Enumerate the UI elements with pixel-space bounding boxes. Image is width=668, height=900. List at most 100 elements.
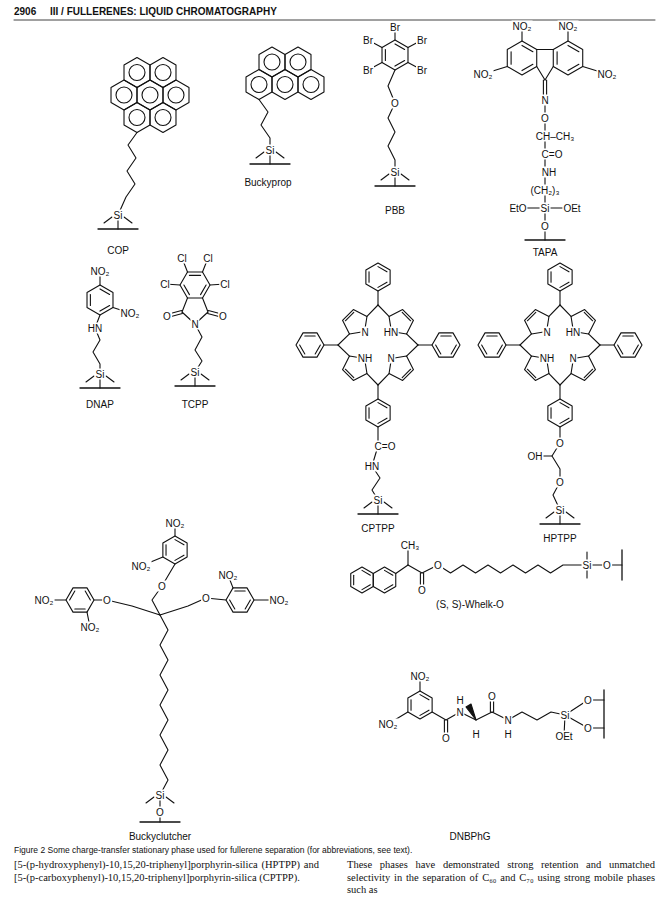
bond-line — [511, 52, 512, 65]
structure-name: DNAP — [85, 399, 115, 410]
atom-label: N — [503, 715, 512, 726]
bond-line — [537, 67, 545, 81]
benzene-ring — [548, 399, 572, 427]
atom-label: NH — [541, 167, 557, 178]
atom-label: NH — [357, 353, 373, 364]
atom-label: O — [555, 438, 565, 449]
benzene-ring — [111, 80, 137, 110]
bond-line — [560, 282, 569, 287]
atom-label: N — [542, 327, 551, 338]
aromatic-circle — [116, 87, 132, 103]
bond-line — [378, 418, 387, 423]
bond-line — [189, 275, 200, 276]
aromatic-circle — [303, 77, 319, 93]
atom-label: CH₃ — [400, 540, 421, 551]
atom-label: H — [503, 729, 512, 740]
bond-line — [175, 540, 184, 545]
bond-line — [345, 312, 353, 320]
wedge-bond — [466, 704, 476, 720]
atom-label: N — [568, 353, 577, 364]
bond-line — [368, 272, 369, 282]
structure-name: Buckyclutcher — [128, 831, 192, 842]
bond-line — [338, 334, 349, 345]
bond-line — [106, 376, 114, 382]
benzene-ring — [259, 47, 285, 77]
structure-name: HPTPP — [542, 533, 577, 544]
bond-line — [527, 312, 535, 320]
bond-line — [300, 345, 305, 354]
atom-label: O — [540, 113, 550, 124]
benzene-ring — [296, 333, 324, 357]
atom-label: O — [602, 560, 612, 571]
bond-line — [90, 294, 91, 305]
bond-line — [378, 282, 387, 287]
bond-line — [408, 565, 422, 573]
bond-line — [146, 797, 154, 803]
benzene-ring — [150, 57, 176, 87]
bond-line — [584, 369, 592, 377]
atom-label: (CH₂)₃ — [529, 185, 560, 196]
bond-line — [560, 418, 569, 423]
bond-line — [522, 64, 533, 70]
bond-line — [549, 305, 560, 316]
benzene-ring — [298, 70, 324, 100]
bond-line — [557, 52, 558, 65]
bond-line — [85, 591, 90, 600]
atom-label: Br — [416, 65, 428, 76]
bond-line — [338, 345, 349, 356]
bond-line — [378, 305, 389, 316]
benzene-ring — [548, 263, 572, 291]
atom-label: NO₂ — [473, 69, 494, 80]
bond-line — [201, 285, 207, 295]
bond-chain — [438, 565, 587, 573]
atom-label: HN — [383, 327, 399, 338]
bond-line — [621, 550, 622, 580]
atom-label: NO₂ — [558, 21, 579, 32]
atom-label: NO₂ — [34, 595, 55, 606]
atom-label: NO₂ — [120, 308, 141, 319]
bond-line — [358, 513, 398, 514]
bond-line — [432, 712, 446, 720]
aromatic-circle — [129, 64, 145, 80]
bond-line — [367, 305, 378, 316]
bond-line — [166, 797, 174, 803]
bond-line — [402, 369, 410, 377]
aromatic-circle — [290, 54, 306, 70]
benzene-ring — [150, 103, 176, 133]
bond-line — [401, 174, 409, 180]
atom-label: O — [218, 311, 228, 322]
bond-line — [407, 334, 418, 345]
aromatic-circle — [142, 87, 158, 103]
bond-line — [175, 555, 184, 560]
atom-label: Br — [362, 35, 374, 46]
bond-line — [618, 345, 623, 354]
figure-caption: Figure 2 Some charge-transfer stationary… — [14, 845, 654, 855]
atom-label: Br — [362, 65, 374, 76]
bond-line — [623, 335, 633, 336]
benzene-ring — [124, 103, 150, 133]
bond-line — [549, 374, 560, 385]
bond-chain — [195, 324, 202, 372]
bond-line — [436, 345, 441, 354]
benzene-ring — [285, 47, 311, 77]
atom-label: NO₂ — [90, 266, 111, 277]
bond-chain — [107, 600, 160, 615]
benzene-ring — [366, 399, 390, 427]
benzene-ring — [66, 588, 94, 612]
bond-line — [418, 344, 432, 345]
bond-line — [559, 291, 560, 305]
structure-name: COP — [106, 245, 130, 256]
bond-line — [235, 590, 245, 591]
bond-line — [560, 305, 571, 316]
structure-name: CPTPP — [360, 523, 395, 534]
running-header: 2906 — [14, 6, 36, 17]
bond-line — [375, 185, 415, 186]
atom-label: O — [417, 585, 427, 596]
bond-line — [165, 545, 166, 555]
bond-line — [100, 289, 110, 295]
structure-name: PBB — [384, 205, 406, 216]
bond-line — [476, 712, 492, 720]
bond-line — [546, 512, 554, 518]
atom-label: Si — [390, 167, 401, 178]
